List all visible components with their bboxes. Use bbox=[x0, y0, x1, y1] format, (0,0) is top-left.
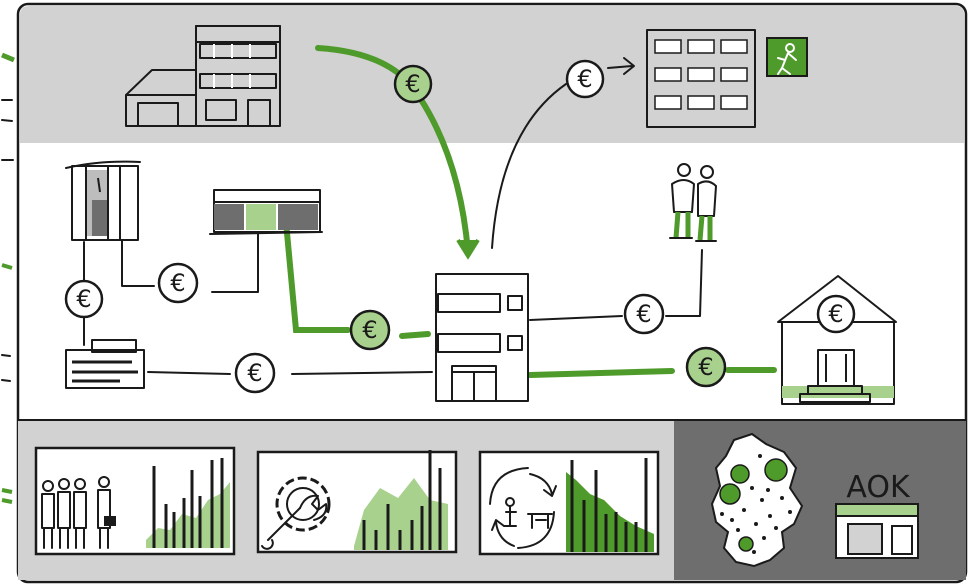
flow-arrow-to-building bbox=[607, 57, 635, 75]
euro-symbol: € bbox=[76, 285, 91, 313]
person-figure-icon bbox=[766, 37, 808, 77]
euro-symbol: € bbox=[698, 353, 713, 381]
euro-symbol: € bbox=[405, 70, 420, 98]
mini-bar-chart bbox=[354, 450, 448, 550]
aok-logo-text: AOK bbox=[846, 470, 911, 505]
euro-symbol: € bbox=[828, 300, 843, 328]
flow-lines bbox=[83, 45, 777, 378]
workplace-chart-panel bbox=[478, 450, 660, 556]
couple-icon bbox=[669, 163, 717, 242]
fund-office-building-icon bbox=[435, 273, 529, 402]
euro-symbol: € bbox=[577, 65, 592, 93]
stacked-panels-icon bbox=[65, 160, 141, 241]
flow-panels-to-fund bbox=[283, 219, 351, 333]
top-band bbox=[20, 6, 964, 143]
euro-coin: € bbox=[393, 64, 433, 104]
mini-bar-chart bbox=[146, 458, 230, 548]
euro-symbol: € bbox=[170, 269, 185, 297]
bank-building-icon: € bbox=[777, 275, 897, 405]
office-building-top-icon bbox=[646, 29, 756, 128]
euro-coin: € bbox=[565, 59, 605, 99]
gear-wrench-icon bbox=[261, 476, 331, 550]
cash-register-icon bbox=[65, 339, 145, 389]
services-chart-panel bbox=[256, 450, 458, 554]
germany-map-icon bbox=[710, 432, 804, 568]
euro-coin: € bbox=[623, 293, 665, 335]
euro-coin: € bbox=[685, 346, 727, 388]
flow-fund-to-bank-a bbox=[527, 368, 675, 378]
euro-coin: € bbox=[234, 352, 276, 394]
euro-coin: € bbox=[157, 262, 199, 304]
euro-coin: € bbox=[349, 309, 391, 351]
mini-bar-chart bbox=[566, 458, 654, 552]
production-hall-icon bbox=[209, 189, 323, 235]
flow-into-fund-short bbox=[399, 331, 431, 339]
flow-arrowhead bbox=[456, 238, 480, 260]
aok-office-icon: AOK bbox=[835, 470, 919, 559]
flow-arrow-into-fund bbox=[417, 95, 471, 255]
euro-coin: € bbox=[64, 279, 104, 319]
factory-building-icon bbox=[125, 25, 281, 127]
euro-symbol: € bbox=[362, 316, 377, 344]
euro-symbol: € bbox=[636, 300, 651, 328]
flow-fund-to-top bbox=[491, 83, 567, 249]
workplace-cycle-icon bbox=[489, 467, 557, 549]
edge-marks bbox=[1, 52, 15, 504]
euro-symbol: € bbox=[247, 359, 262, 387]
employees-chart-panel bbox=[34, 446, 236, 556]
employees-icon bbox=[41, 476, 116, 549]
